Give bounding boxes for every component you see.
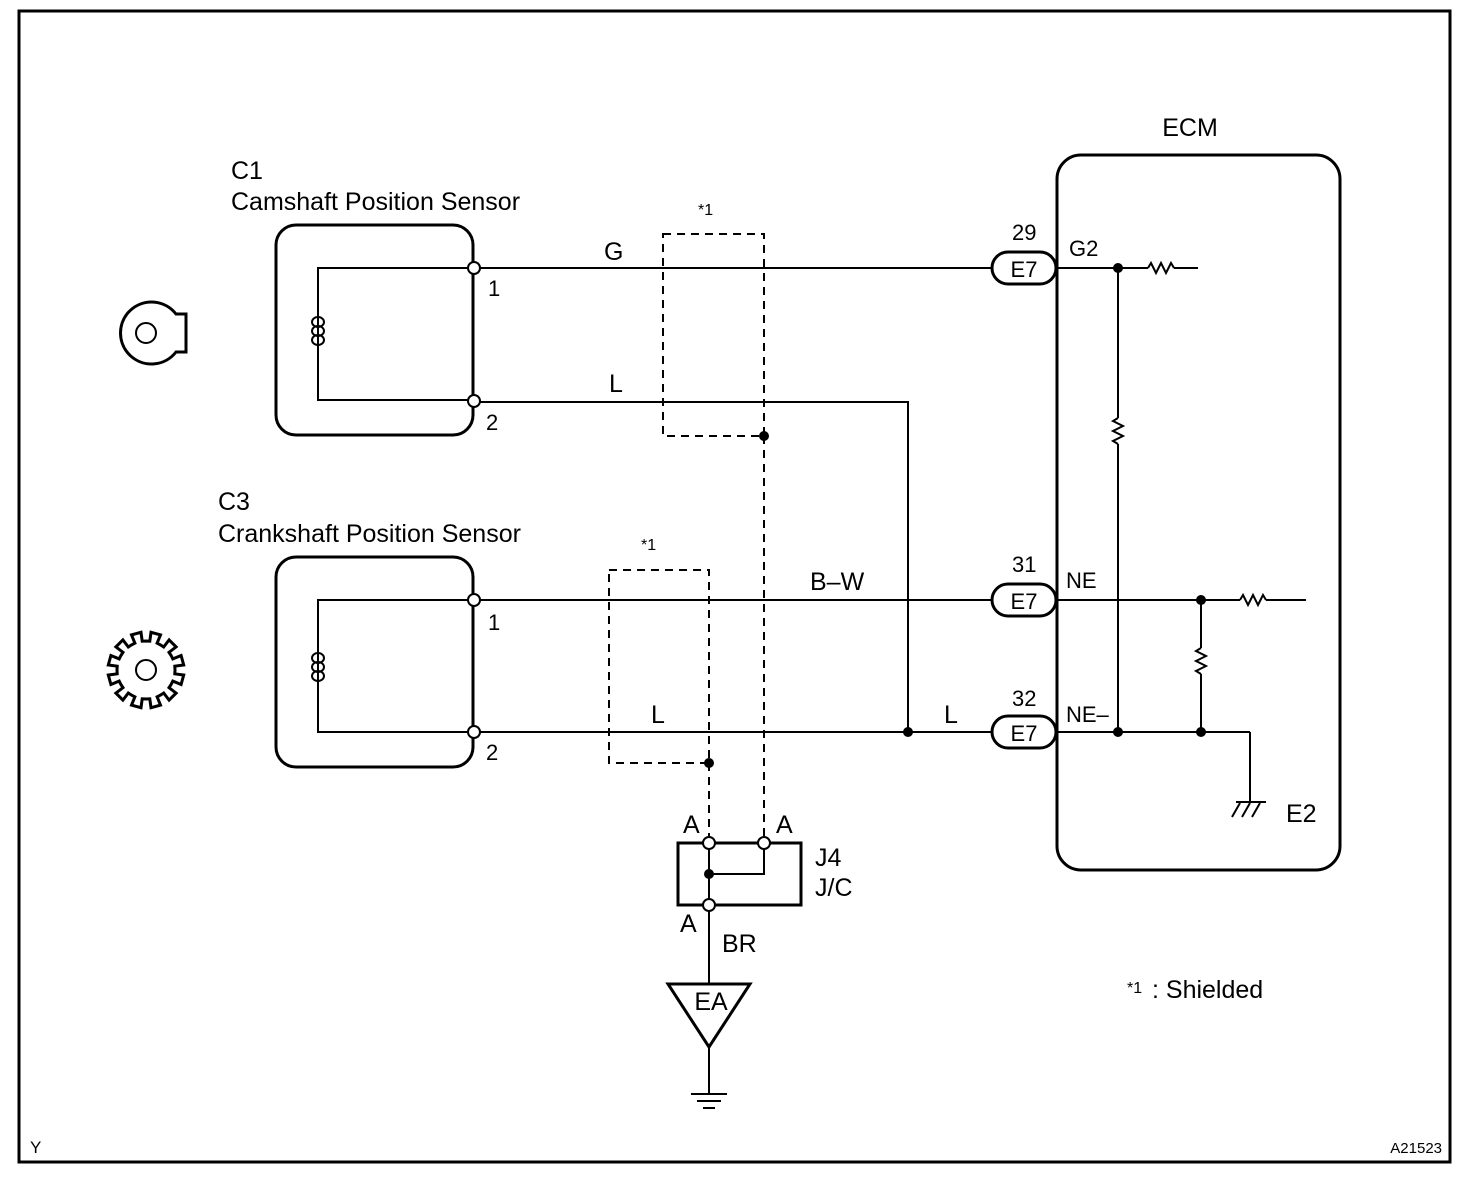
- crankshaft-shield-mark: *1: [641, 537, 656, 554]
- connector-29-signal: G2: [1069, 236, 1098, 261]
- earth-ground-icon: [691, 1093, 727, 1109]
- camshaft-shield-mark: *1: [698, 202, 713, 219]
- junction-code: J4: [815, 844, 842, 872]
- ground-point-ea: EA: [665, 982, 753, 1109]
- camshaft-pin1-label: 1: [488, 276, 500, 301]
- ecm-ground-label: E2: [1286, 800, 1317, 828]
- legend-mark: *1: [1127, 980, 1142, 997]
- wire-l-crank-label: L: [651, 701, 665, 729]
- connector-29-code: E7: [1011, 257, 1038, 282]
- wire-l-ecm-label: L: [944, 701, 958, 729]
- crankshaft-pin2-label: 2: [486, 740, 498, 765]
- junction-type: J/C: [815, 874, 853, 902]
- crankshaft-sensor-name: Crankshaft Position Sensor: [218, 520, 521, 548]
- crankshaft-sensor-code: C3: [218, 488, 250, 516]
- junction-connector-j4: A A A J4 J/C: [676, 811, 853, 938]
- wire-br-label: BR: [722, 930, 757, 958]
- camshaft-sensor: C1 Camshaft Position Sensor 1 2: [231, 157, 520, 437]
- ecm-box: ECM: [1055, 114, 1342, 872]
- legend: *1 : Shielded: [1127, 976, 1263, 1004]
- crankshaft-coil-icon: [311, 652, 325, 682]
- wire-g-label: G: [604, 238, 623, 266]
- connector-29-number: 29: [1012, 220, 1036, 245]
- connector-31-code: E7: [1011, 589, 1038, 614]
- connector-31-signal: NE: [1066, 568, 1097, 593]
- camshaft-coil-icon: [311, 316, 325, 346]
- crankshaft-sensor: C3 Crankshaft Position Sensor 1 2: [218, 488, 521, 769]
- chassis-ground-icon: [1231, 801, 1266, 818]
- ecm-internal-circuit: E2: [1057, 260, 1317, 828]
- wire-l-cam-label: L: [609, 370, 623, 398]
- camshaft-sensor-name: Camshaft Position Sensor: [231, 188, 520, 216]
- junction-pin-bottom: A: [680, 910, 697, 938]
- connector-31-number: 31: [1012, 552, 1036, 577]
- wire-l-cam: [474, 401, 909, 732]
- crankshaft-shield-box: [608, 569, 710, 764]
- legend-text: : Shielded: [1152, 976, 1263, 1004]
- crankshaft-gear-icon: [106, 630, 186, 710]
- connector-31: 31 E7 NE: [990, 552, 1097, 618]
- connector-32: 32 E7 NE–: [990, 686, 1110, 750]
- camshaft-pin2-label: 2: [486, 410, 498, 435]
- camshaft-sensor-code: C1: [231, 157, 263, 185]
- ground-point-label: EA: [694, 988, 728, 1016]
- junction-pin-top-left: A: [683, 811, 700, 839]
- footer-right-code: A21523: [1390, 1140, 1442, 1157]
- connector-29: 29 E7 G2: [990, 220, 1098, 286]
- camshaft-shield-box: [662, 233, 765, 437]
- junction-pin-top-right: A: [776, 811, 793, 839]
- camshaft-rotor-icon: [119, 300, 188, 366]
- connector-32-number: 32: [1012, 686, 1036, 711]
- ecm-title: ECM: [1162, 114, 1218, 142]
- diagram-frame: [17, 9, 1452, 1164]
- wire-bw-label: B–W: [810, 568, 865, 596]
- crankshaft-pin1-label: 1: [488, 610, 500, 635]
- connector-32-signal: NE–: [1066, 702, 1110, 727]
- connector-32-code: E7: [1011, 721, 1038, 746]
- footer-left-code: Y: [30, 1138, 41, 1157]
